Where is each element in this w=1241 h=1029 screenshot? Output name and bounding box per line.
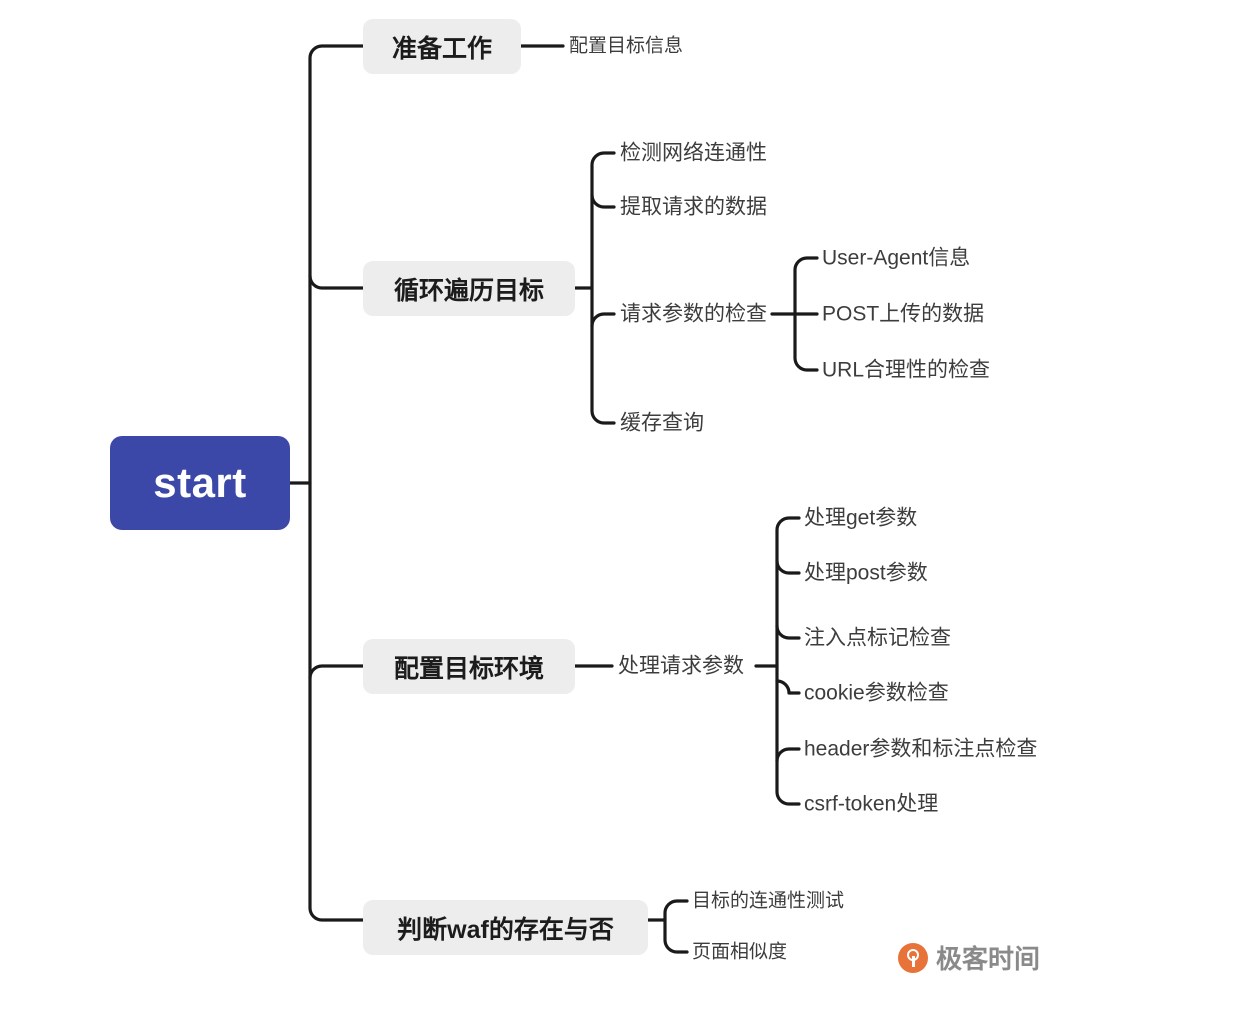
branch-node-loop-targets[interactable]: 循环遍历目标: [363, 261, 575, 316]
leaf-label-page-similarity[interactable]: 页面相似度: [692, 941, 788, 963]
watermark: 极客时间: [898, 939, 1040, 976]
wire-trunk-b3: [308, 664, 365, 680]
leaf-label-request-parameter-check[interactable]: 请求参数的检查: [620, 302, 767, 326]
leaf-label-header-parameter-check[interactable]: header参数和标注点检查: [804, 737, 1038, 761]
wire-b3l3-leaf3: [775, 624, 801, 640]
leaf-label-cookie-parameter-check[interactable]: cookie参数检查: [804, 681, 949, 705]
wire-b4-spine: [663, 899, 689, 954]
leaf-label-handle-request-parameters[interactable]: 处理请求参数: [618, 654, 744, 678]
wire-b2-spine: [590, 151, 616, 425]
wire-b3l3-leaf5: [775, 747, 801, 763]
leaf-label-injection-point-marker-check[interactable]: 注入点标记检查: [804, 626, 951, 650]
leaf-label-post-upload-data[interactable]: POST上传的数据: [822, 302, 985, 326]
leaf-label-extract-request-data[interactable]: 提取请求的数据: [620, 195, 767, 219]
wire-b3l3-leaf2: [775, 559, 801, 575]
wire-b3l3-leaf4: [775, 679, 801, 695]
leaf-label-handle-post-parameters[interactable]: 处理post参数: [804, 561, 928, 585]
leaf-label-csrf-token-handling[interactable]: csrf-token处理: [804, 792, 939, 816]
wire-trunk-b2: [308, 274, 365, 290]
wire-b2-leaf3: [590, 312, 616, 328]
leaf-label-network-connectivity-check[interactable]: 检测网络连通性: [620, 141, 767, 165]
branch-node-label: 准备工作: [391, 34, 492, 63]
leaf-label-cache-query[interactable]: 缓存查询: [620, 411, 704, 435]
leaf-label-target-connectivity-test[interactable]: 目标的连通性测试: [692, 890, 845, 912]
root-node-start[interactable]: start: [110, 436, 290, 530]
wire-b2l3-spine: [793, 256, 819, 372]
branch-node-configure-environment[interactable]: 配置目标环境: [363, 639, 575, 694]
leaf-label-handle-get-parameters[interactable]: 处理get参数: [804, 506, 918, 530]
watermark-label: 极客时间: [936, 944, 1041, 974]
branch-node-preparation[interactable]: 准备工作: [363, 19, 521, 74]
wire-b2-leaf2: [590, 193, 616, 209]
leaf-label-configure-target-info[interactable]: 配置目标信息: [569, 35, 684, 57]
branch-node-label: 判断waf的存在与否: [397, 915, 614, 944]
branch-node-waf-detection[interactable]: 判断waf的存在与否: [363, 900, 648, 955]
branch-node-label: 配置目标环境: [393, 654, 544, 683]
leaf-label-user-agent-info[interactable]: User-Agent信息: [822, 246, 971, 270]
wire-b3l3-spine: [775, 516, 801, 806]
root-node-label: start: [153, 459, 247, 506]
branch-node-label: 循环遍历目标: [393, 276, 544, 305]
geektime-logo-icon: [898, 942, 928, 973]
wire-trunk-outer: [308, 44, 365, 922]
leaf-label-url-validity-check[interactable]: URL合理性的检查: [822, 358, 991, 382]
